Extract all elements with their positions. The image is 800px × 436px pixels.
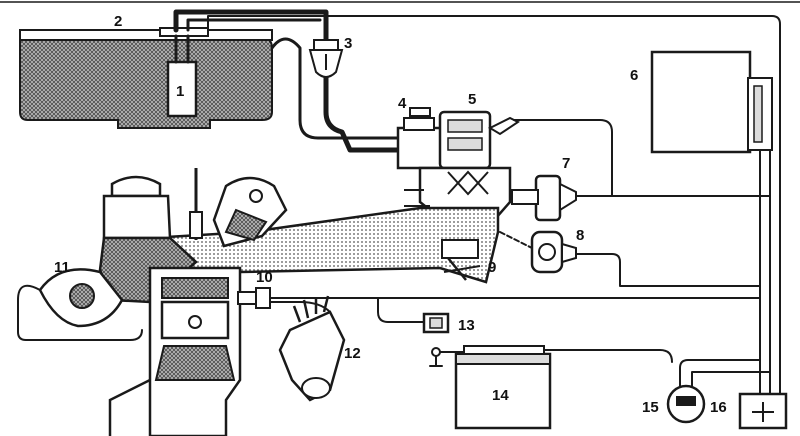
callout-4: 4 <box>398 95 407 112</box>
callout-10: 10 <box>256 269 273 286</box>
lambda-sensor-wire <box>17 284 143 341</box>
throttle-switch <box>422 312 450 334</box>
ground-point <box>431 347 441 357</box>
callout-13: 13 <box>458 317 475 334</box>
control-unit <box>650 50 773 154</box>
air-flow-meter <box>400 166 512 220</box>
callout-9: 9 <box>488 259 496 276</box>
relay <box>738 392 788 430</box>
distributor-wire <box>513 119 771 197</box>
callout-1: 1 <box>176 83 184 100</box>
battery-feed-wire <box>543 349 673 363</box>
fuel-pump <box>166 60 198 118</box>
callout-3: 3 <box>344 35 352 52</box>
fuel-distributor <box>438 110 520 170</box>
callout-5: 5 <box>468 91 476 108</box>
thermo-time-switch <box>237 287 271 309</box>
callout-11: 11 <box>54 259 70 276</box>
callout-2: 2 <box>114 13 122 30</box>
warm-up-regulator <box>511 174 577 222</box>
throttle-switch-wire <box>377 297 425 323</box>
engine-block <box>98 168 288 436</box>
callout-8: 8 <box>576 227 584 244</box>
fuel-filter <box>308 39 344 78</box>
filter-to-distributor-line <box>323 75 413 153</box>
callout-7: 7 <box>562 155 570 172</box>
callout-15: 15 <box>642 399 659 416</box>
fuel-return-line <box>173 9 329 43</box>
battery <box>454 345 552 430</box>
ignition-starter-switch <box>666 384 706 424</box>
mixture-control-unit <box>396 107 444 170</box>
auxiliary-air-device <box>530 230 577 274</box>
fuel-supply-line <box>186 18 322 32</box>
auxiliary-air-hose <box>499 231 533 249</box>
callout-6: 6 <box>630 67 638 84</box>
throttle-valve <box>441 239 481 281</box>
main-wiring-harness <box>207 15 781 381</box>
ignition-distributor <box>278 295 346 402</box>
auxiliary-air-wire <box>575 253 761 287</box>
callout-16: 16 <box>710 399 727 416</box>
callout-14: 14 <box>492 387 509 404</box>
tank-to-filter-line <box>270 37 412 140</box>
lambda-sensor <box>38 268 124 328</box>
fuel-tank <box>19 27 273 129</box>
callout-12: 12 <box>344 345 361 362</box>
